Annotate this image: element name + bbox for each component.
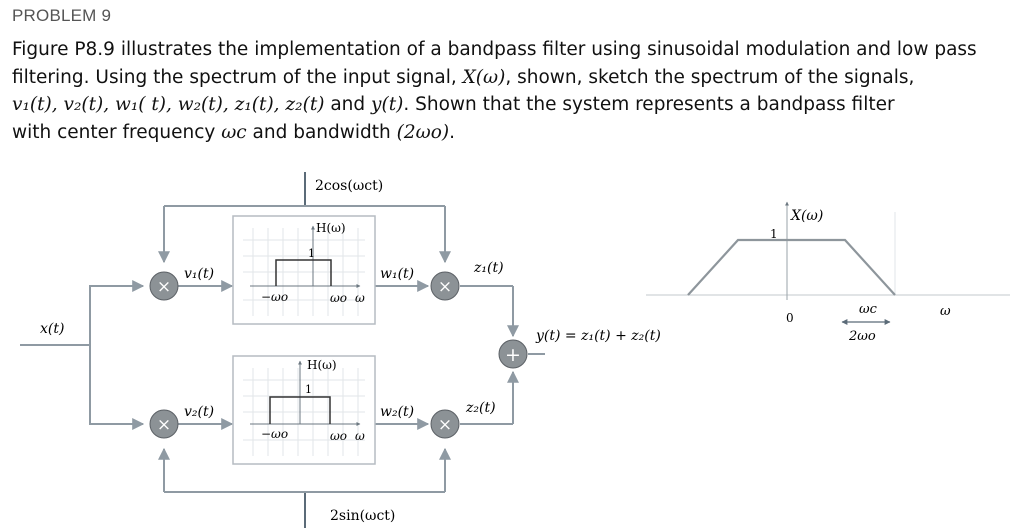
- signal-w1-label: w₁(t): [380, 266, 414, 282]
- filter-pos-cutoff: ωo: [330, 429, 347, 443]
- signal-v2-label: v₂(t): [184, 404, 214, 420]
- statement-line-2-post: , shown, sketch the spectrum of the sign…: [505, 66, 915, 88]
- statement-line-4-post: .: [449, 121, 455, 143]
- filter-height: 1: [308, 247, 315, 260]
- spectrum-height: 1: [770, 227, 778, 241]
- statement-line-1: Figure P8.9 illustrates the implementati…: [12, 39, 977, 60]
- signal-v1-label: v₁(t): [184, 266, 214, 282]
- statement-line-4: with center frequency ωc and bandwidth (…: [12, 119, 1017, 147]
- multiplier-bottom-right: ×: [430, 409, 460, 439]
- lowpass-filter-bottom: H(ω) 1 −ωo ωo ω: [232, 355, 376, 465]
- top-carrier-wiring: [158, 172, 451, 264]
- center-frequency-symbol: ωc: [221, 121, 247, 143]
- filter-pos-cutoff: ωo: [330, 291, 347, 305]
- output-label: y(t) = z₁(t) + z₂(t): [535, 328, 661, 344]
- multiplier-top-right: ×: [430, 271, 460, 301]
- filter-height: 1: [305, 383, 312, 396]
- filter-neg-cutoff: −ωo: [261, 290, 288, 304]
- signal-list: v₁(t), v₂(t), w₁( t), w₂(t), z₁(t), z₂(t…: [12, 94, 325, 115]
- problem-heading: PROBLEM 9: [12, 6, 112, 25]
- bottom-branch-wiring: [178, 370, 519, 430]
- lowpass-filter-top: H(ω) 1 −ωo ωo ω: [232, 215, 376, 325]
- multiplier-symbol: ×: [438, 277, 452, 297]
- statement-line-2: filtering. Using the spectrum of the inp…: [12, 64, 1017, 92]
- signal-z2-label: z₂(t): [465, 400, 496, 416]
- filter-axis: ω: [355, 429, 365, 443]
- statement-line-3: v₁(t), v₂(t), w₁( t), w₂(t), z₁(t), z₂(t…: [12, 91, 1017, 119]
- adder-symbol: +: [505, 344, 521, 366]
- statement-line-3-post: . Shown that the system represents a ban…: [403, 94, 895, 115]
- multiplier-symbol: ×: [157, 415, 171, 435]
- problem-statement: Figure P8.9 illustrates the implementati…: [12, 36, 1017, 146]
- signal-z1-label: z₁(t): [473, 260, 504, 276]
- spectrum-axis-label: ω: [940, 304, 951, 319]
- input-spectrum-plot: X(ω) 1 0 ωc 2ωo ω: [646, 201, 1010, 344]
- multiplier-symbol: ×: [157, 277, 171, 297]
- filter-title: H(ω): [316, 221, 346, 235]
- statement-line-2-pre: filtering. Using the spectrum of the inp…: [12, 66, 463, 88]
- filter-neg-cutoff: −ωo: [261, 427, 288, 441]
- multiplier-symbol: ×: [438, 415, 452, 435]
- statement-line-3-mid: and: [324, 94, 372, 115]
- bottom-carrier-wiring: [158, 447, 451, 528]
- filter-axis: ω: [355, 291, 365, 305]
- spectrum-symbol: X(ω): [462, 66, 506, 88]
- spectrum-title: X(ω): [790, 208, 823, 224]
- spectrum-center-label: ωc: [859, 302, 878, 317]
- multiplier-top-left: ×: [149, 271, 179, 301]
- output-symbol: y(t): [371, 94, 404, 115]
- top-carrier-label: 2cos(ωct): [315, 178, 383, 194]
- input-label: x(t): [40, 321, 64, 337]
- top-branch-wiring: [178, 280, 519, 338]
- statement-line-4-mid: and bandwidth: [246, 121, 397, 143]
- bottom-carrier-label: 2sin(ωct): [330, 508, 395, 524]
- bandwidth-symbol: (2ωo): [396, 121, 450, 143]
- multiplier-bottom-left: ×: [149, 409, 179, 439]
- adder: +: [498, 339, 528, 369]
- statement-line-4-pre: with center frequency: [12, 121, 222, 143]
- input-wiring: [20, 280, 145, 430]
- spectrum-origin: 0: [786, 311, 794, 325]
- filter-title: H(ω): [307, 358, 337, 372]
- spectrum-bandwidth-label: 2ωo: [848, 329, 876, 344]
- signal-w2-label: w₂(t): [380, 404, 414, 420]
